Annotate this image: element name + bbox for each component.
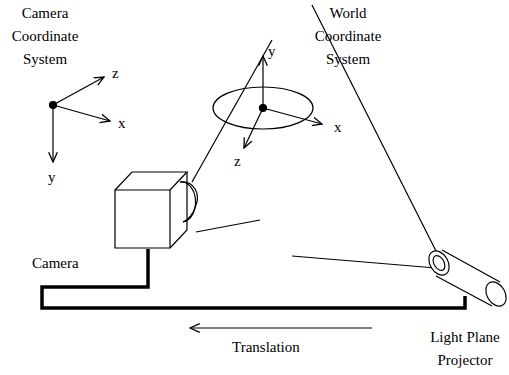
projector-cylinder — [425, 247, 509, 310]
axis-label: x — [334, 116, 342, 139]
part-label: Light Plane Projector — [423, 326, 507, 372]
motion-label: Translation — [232, 336, 300, 359]
axis-label: z — [112, 62, 119, 85]
system-title: Camera Coordinate System — [2, 2, 88, 71]
translation-arrow — [190, 327, 372, 328]
system-title: World Coordinate System — [298, 2, 398, 71]
view-lines — [192, 40, 272, 232]
camera-axes — [50, 77, 111, 162]
axis-label: y — [268, 40, 276, 63]
axis-label: y — [48, 166, 56, 189]
part-label: Camera — [32, 252, 79, 275]
translation-rail — [42, 249, 465, 308]
axis-label: z — [234, 150, 241, 173]
axis-label: x — [118, 112, 126, 135]
world-axes — [213, 56, 322, 148]
light-plane — [292, 5, 438, 268]
camera-body — [115, 172, 197, 248]
